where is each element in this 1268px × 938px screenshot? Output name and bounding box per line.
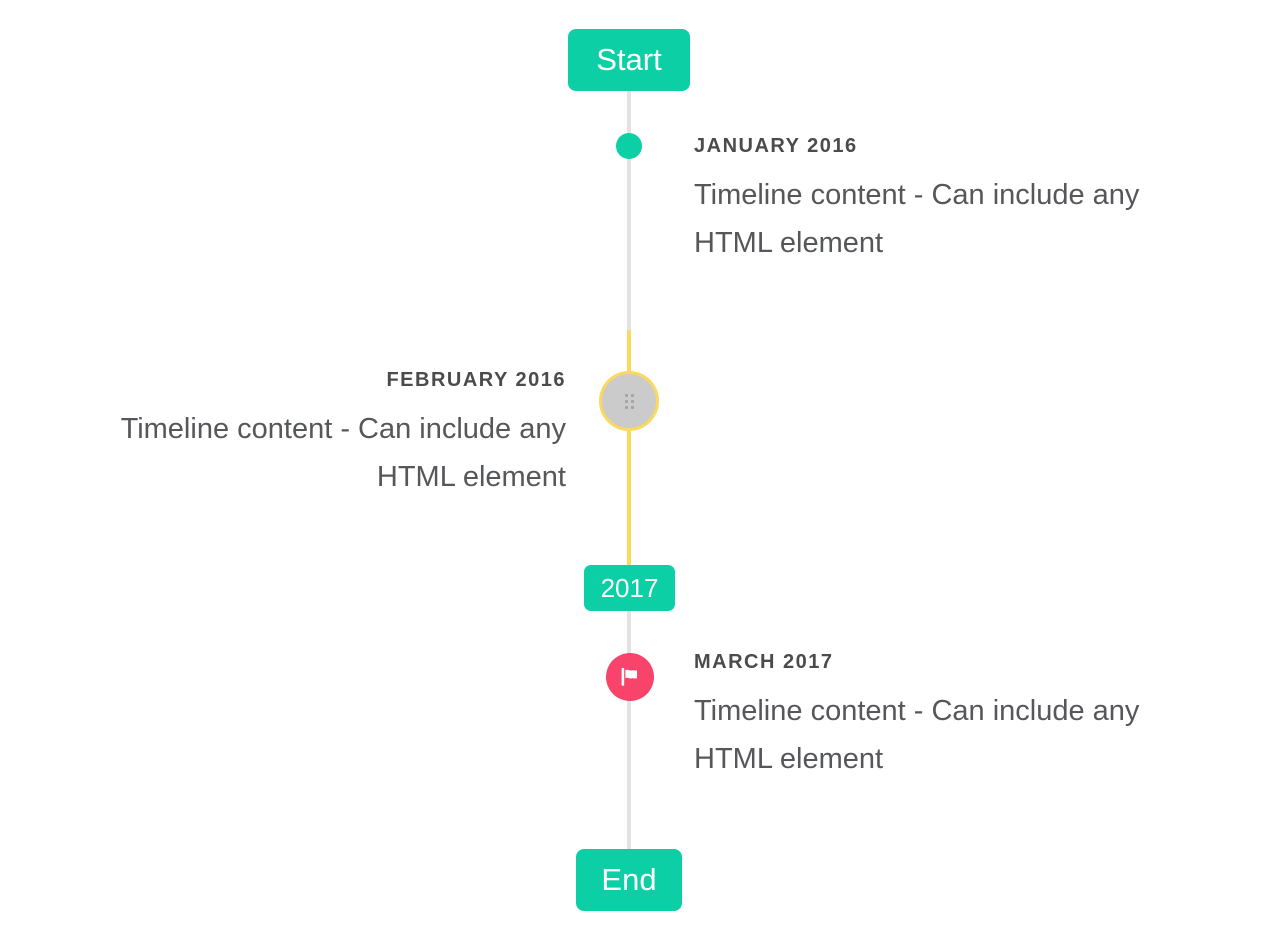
march-marker-flag — [606, 653, 654, 701]
item-title: MARCH 2017 — [694, 651, 834, 673]
item-title: JANUARY 2016 — [694, 135, 858, 157]
end-badge: End — [576, 849, 682, 911]
item-content: Timeline content - Can include any HTML … — [694, 695, 1140, 775]
year-badge: 2017 — [584, 565, 675, 611]
item-content: Timeline content - Can include any HTML … — [120, 413, 566, 493]
timeline-line-top — [627, 90, 631, 330]
timeline-line-highlight — [627, 330, 631, 565]
end-badge-label: End — [601, 862, 657, 897]
start-badge: Start — [568, 29, 690, 91]
year-badge-label: 2017 — [600, 572, 659, 603]
item-title: FEBRUARY 2016 — [386, 369, 566, 391]
timeline-item-january-2016: JANUARY 2016 Timeline content - Can incl… — [694, 134, 1194, 267]
timeline-line-bottom — [627, 611, 631, 849]
january-marker-dot — [616, 133, 642, 159]
flag-icon — [621, 667, 637, 686]
timeline-item-march-2017: MARCH 2017 Timeline content - Can includ… — [694, 650, 1194, 783]
start-badge-label: Start — [596, 42, 662, 77]
timeline-item-february-2016: FEBRUARY 2016 Timeline content - Can inc… — [66, 368, 566, 501]
february-marker-drag-handle[interactable] — [599, 371, 659, 431]
drag-grip-icon — [624, 393, 634, 409]
item-content: Timeline content - Can include any HTML … — [694, 179, 1140, 259]
